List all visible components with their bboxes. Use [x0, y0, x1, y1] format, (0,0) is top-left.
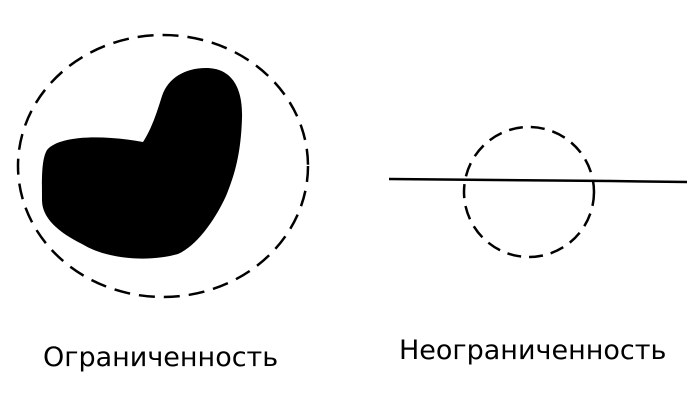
caption-bounded: Ограниченность: [43, 342, 279, 373]
dashed-circle: [462, 125, 596, 259]
infinite-line: [388, 177, 688, 184]
bounded-black-blob: [41, 68, 243, 259]
unbounded-figure: [388, 125, 688, 259]
bounding-dashed-circle: [16, 33, 310, 299]
bounded-figure: [16, 33, 310, 299]
caption-unbounded: Неограниченность: [399, 335, 667, 366]
